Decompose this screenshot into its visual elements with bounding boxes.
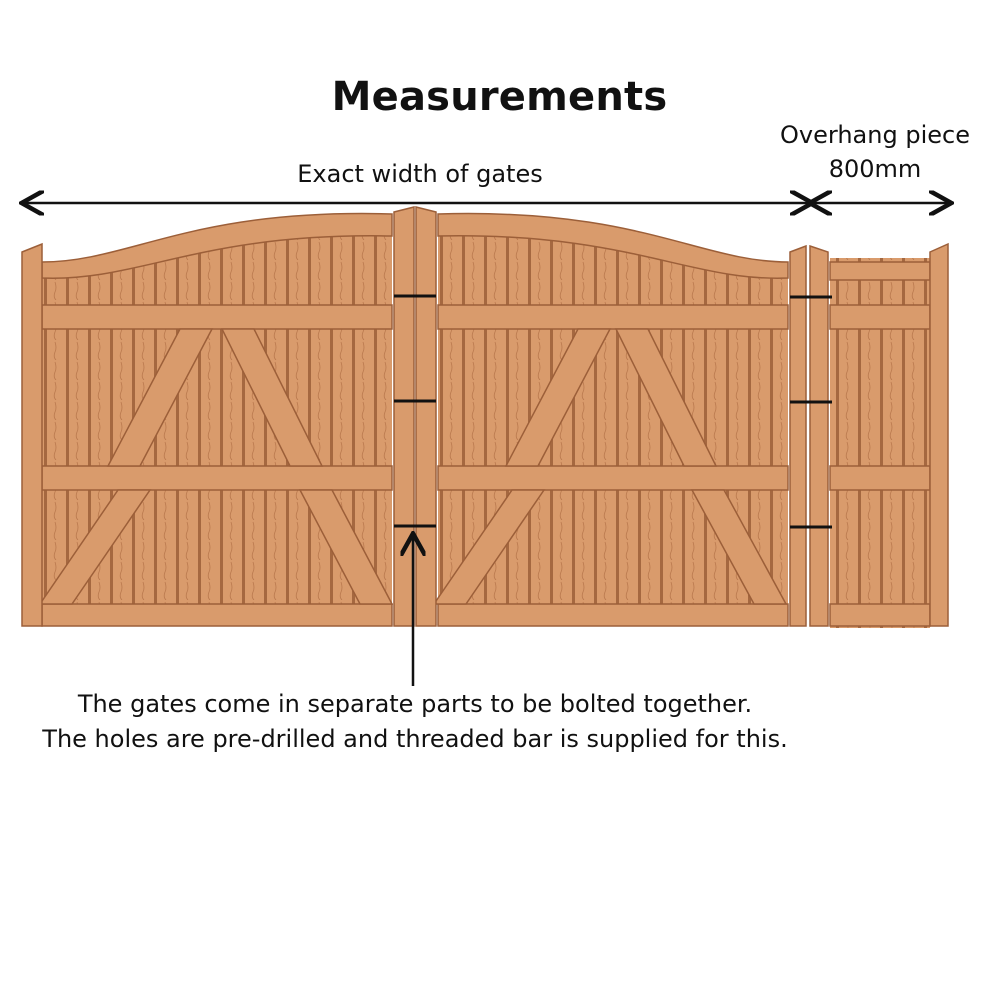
bolt-markers: [394, 294, 832, 529]
overhang-piece-label: Overhang piece: [780, 121, 970, 149]
left-gate-leaf: [38, 212, 394, 627]
assembly-note-line-1: The gates come in separate parts to be b…: [77, 690, 753, 718]
right-gate-leaf: [432, 212, 789, 627]
assembly-note-line-2: The holes are pre-drilled and threaded b…: [42, 725, 788, 753]
posts: [21, 206, 949, 627]
diagram-title: Measurements: [331, 74, 668, 120]
gates-width-label: Exact width of gates: [297, 160, 543, 188]
overhang-size-label: 800mm: [828, 155, 922, 183]
assembly-note: The gates come in separate parts to be b…: [0, 687, 830, 757]
overhang-piece: [829, 258, 931, 628]
